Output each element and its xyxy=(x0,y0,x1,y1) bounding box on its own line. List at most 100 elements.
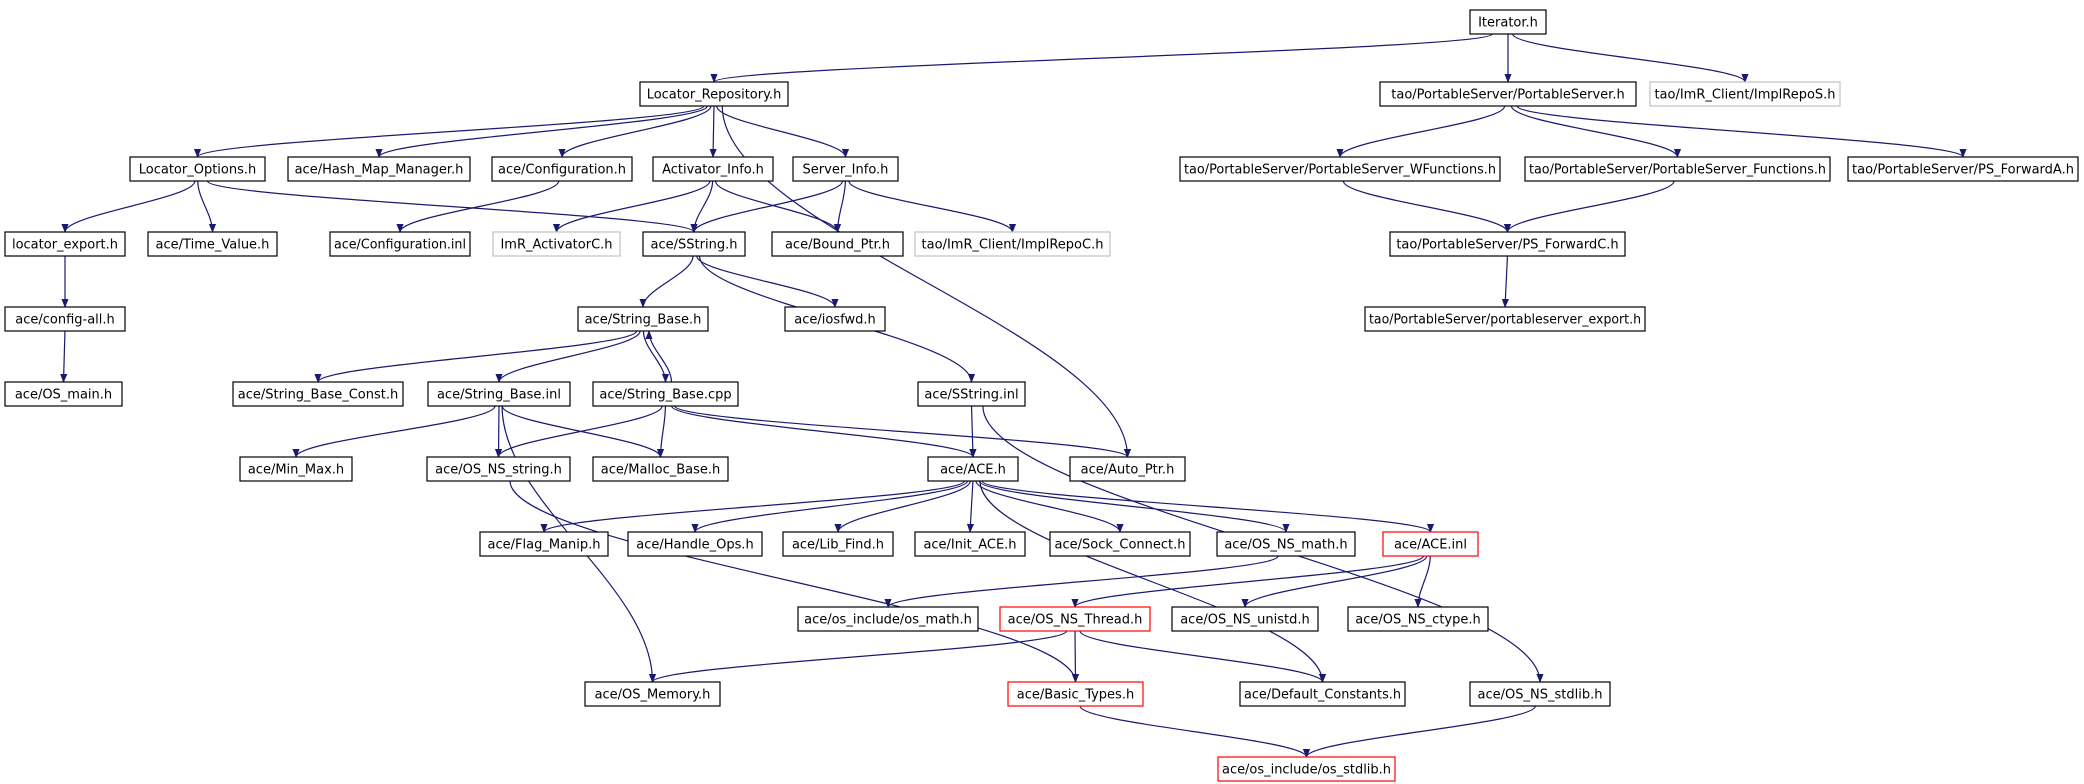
node-label: ace/ACE.h xyxy=(940,463,1006,478)
node-os-main-h[interactable]: ace/OS_main.h xyxy=(4,381,123,407)
node-ps-forwardc-h[interactable]: tao/PortableServer/PS_ForwardC.h xyxy=(1389,231,1626,257)
node-string-base-cpp[interactable]: ace/String_Base.cpp xyxy=(592,381,739,407)
node-config-all-h[interactable]: ace/config-all.h xyxy=(4,306,126,332)
node-activator-info-h[interactable]: Activator_Info.h xyxy=(652,156,774,182)
node-os-ns-stdlib-h[interactable]: ace/OS_NS_stdlib.h xyxy=(1469,681,1611,707)
node-label: tao/PortableServer/portableserver_export… xyxy=(1369,313,1641,328)
node-lib-find-h[interactable]: ace/Lib_Find.h xyxy=(782,531,894,557)
node-label: ace/SString.h xyxy=(651,238,738,253)
node-handle-ops-h[interactable]: ace/Handle_Ops.h xyxy=(627,531,763,557)
node-os-ns-math-h[interactable]: ace/OS_NS_math.h xyxy=(1216,531,1356,557)
edge-ace_h-to-os_ns_math_h xyxy=(978,480,1290,533)
node-label: tao/PortableServer/PortableServer.h xyxy=(1391,88,1624,103)
node-box xyxy=(1179,156,1501,182)
node-box xyxy=(1524,156,1831,182)
node-min-max-h[interactable]: ace/Min_Max.h xyxy=(239,456,353,482)
node-box xyxy=(4,231,126,257)
edge-sstring_h-to-string_base_h xyxy=(639,255,694,308)
edge-config_all_h-to-os_main_h xyxy=(60,330,68,383)
node-label: ace/Configuration.inl xyxy=(334,238,466,253)
node-configuration-inl[interactable]: ace/Configuration.inl xyxy=(329,231,471,257)
edge-locator_options_h-to-locator_export_h xyxy=(61,180,196,233)
node-time-value-h[interactable]: ace/Time_Value.h xyxy=(147,231,278,257)
node-os-memory-h[interactable]: ace/OS_Memory.h xyxy=(584,681,721,707)
node-box xyxy=(584,681,721,707)
node-ps-forwarda-h[interactable]: tao/PortableServer/PS_ForwardA.h xyxy=(1847,156,2079,182)
node-string-base-h[interactable]: ace/String_Base.h xyxy=(577,306,709,332)
edge-os_ns_math_h-to-os_math_h xyxy=(884,555,1279,608)
node-hash-map-manager-h[interactable]: ace/Hash_Map_Manager.h xyxy=(287,156,471,182)
node-box xyxy=(1469,681,1611,707)
edge-locator_options_h-to-sstring_h xyxy=(206,180,698,233)
node-box xyxy=(792,156,899,182)
edge-sstring_h-to-iosfwd_h xyxy=(696,255,839,308)
node-implrepos-h[interactable]: tao/ImR_Client/ImplRepoS.h xyxy=(1649,81,1841,107)
node-label: Locator_Options.h xyxy=(139,163,257,178)
node-ace-h[interactable]: ace/ACE.h xyxy=(927,456,1019,482)
node-os-ns-unistd-h[interactable]: ace/OS_NS_unistd.h xyxy=(1171,606,1319,632)
node-sstring-h[interactable]: ace/SString.h xyxy=(642,231,746,257)
node-box xyxy=(1239,681,1406,707)
node-label: ace/Hash_Map_Manager.h xyxy=(295,163,464,178)
edge-os_ns_string_h-to-basic_types_h xyxy=(509,480,1080,683)
node-box xyxy=(287,156,471,182)
node-bound-ptr-h[interactable]: ace/Bound_Ptr.h xyxy=(771,231,904,257)
edge-ace_inl-to-os_ns_thread_h xyxy=(1071,555,1424,608)
node-iterator-h[interactable]: Iterator.h xyxy=(1469,9,1547,35)
node-os-ns-thread-h[interactable]: ace/OS_NS_Thread.h xyxy=(999,606,1151,632)
node-label: ace/Default_Constants.h xyxy=(1244,688,1401,703)
node-box xyxy=(426,456,571,482)
edge-ace_h-to-handle_ops_h xyxy=(691,480,969,533)
node-locator-export-h[interactable]: locator_export.h xyxy=(4,231,126,257)
node-auto-ptr-h[interactable]: ace/Auto_Ptr.h xyxy=(1069,456,1186,482)
node-flag-manip-h[interactable]: ace/Flag_Manip.h xyxy=(479,531,609,557)
node-label: tao/ImR_Client/ImplRepoC.h xyxy=(922,238,1104,253)
node-box xyxy=(427,381,571,407)
node-default-constants-h[interactable]: ace/Default_Constants.h xyxy=(1239,681,1406,707)
node-box xyxy=(1379,81,1637,107)
node-box xyxy=(927,456,1019,482)
edge-portableserver_h-to-ps_wfunctions_h xyxy=(1336,105,1506,158)
node-os-stdlib-h[interactable]: ace/os_include/os_stdlib.h xyxy=(1217,756,1396,782)
node-server-info-h[interactable]: Server_Info.h xyxy=(792,156,899,182)
node-ps-wfunctions-h[interactable]: tao/PortableServer/PortableServer_WFunct… xyxy=(1179,156,1501,182)
node-iosfwd-h[interactable]: ace/iosfwd.h xyxy=(784,306,886,332)
node-string-base-inl[interactable]: ace/String_Base.inl xyxy=(427,381,571,407)
node-box xyxy=(1069,456,1186,482)
node-string-base-const-h[interactable]: ace/String_Base_Const.h xyxy=(232,381,404,407)
edge-ace_h-to-sock_connect_h xyxy=(975,480,1124,533)
node-box xyxy=(771,231,904,257)
node-sstring-inl[interactable]: ace/SString.inl xyxy=(917,381,1026,407)
node-ps-functions-h[interactable]: tao/PortableServer/PortableServer_Functi… xyxy=(1524,156,1831,182)
node-portableserver-export-h[interactable]: tao/PortableServer/portableserver_export… xyxy=(1364,306,1646,332)
node-box xyxy=(329,231,471,257)
node-implrepoc-h[interactable]: tao/ImR_Client/ImplRepoC.h xyxy=(914,231,1111,257)
edge-string_base_h-to-string_base_inl xyxy=(495,330,641,383)
node-malloc-base-h[interactable]: ace/Malloc_Base.h xyxy=(592,456,729,482)
node-basic-types-h[interactable]: ace/Basic_Types.h xyxy=(1007,681,1144,707)
node-label: ace/ACE.inl xyxy=(1394,538,1467,553)
node-configuration-h[interactable]: ace/Configuration.h xyxy=(491,156,633,182)
node-init-ace-h[interactable]: ace/Init_ACE.h xyxy=(914,531,1026,557)
node-box xyxy=(639,81,789,107)
node-os-ns-ctype-h[interactable]: ace/OS_NS_ctype.h xyxy=(1347,606,1489,632)
edge-configuration_h-to-configuration_inl xyxy=(396,180,560,233)
node-box xyxy=(627,531,763,557)
node-sock-connect-h[interactable]: ace/Sock_Connect.h xyxy=(1049,531,1191,557)
node-box xyxy=(129,156,266,182)
node-label: ImR_ActivatorC.h xyxy=(500,238,612,253)
node-label: ace/Configuration.h xyxy=(498,163,626,178)
node-portableserver-h[interactable]: tao/PortableServer/PortableServer.h xyxy=(1379,81,1637,107)
node-locator-options-h[interactable]: Locator_Options.h xyxy=(129,156,266,182)
edge-string_base_inl-to-min_max_h xyxy=(292,405,496,458)
node-label: ace/Auto_Ptr.h xyxy=(1081,463,1175,478)
node-imr-activatorc-h[interactable]: ImR_ActivatorC.h xyxy=(492,231,621,257)
edge-string_base_cpp-to-malloc_base_h xyxy=(656,405,666,458)
node-label: tao/PortableServer/PortableServer_Functi… xyxy=(1529,163,1826,178)
node-locator-repository-h[interactable]: Locator_Repository.h xyxy=(639,81,789,107)
node-os-math-h[interactable]: ace/os_include/os_math.h xyxy=(797,606,979,632)
node-label: ace/iosfwd.h xyxy=(794,313,875,328)
node-ace-inl[interactable]: ace/ACE.inl xyxy=(1382,531,1479,557)
node-os-ns-string-h[interactable]: ace/OS_NS_string.h xyxy=(426,456,571,482)
